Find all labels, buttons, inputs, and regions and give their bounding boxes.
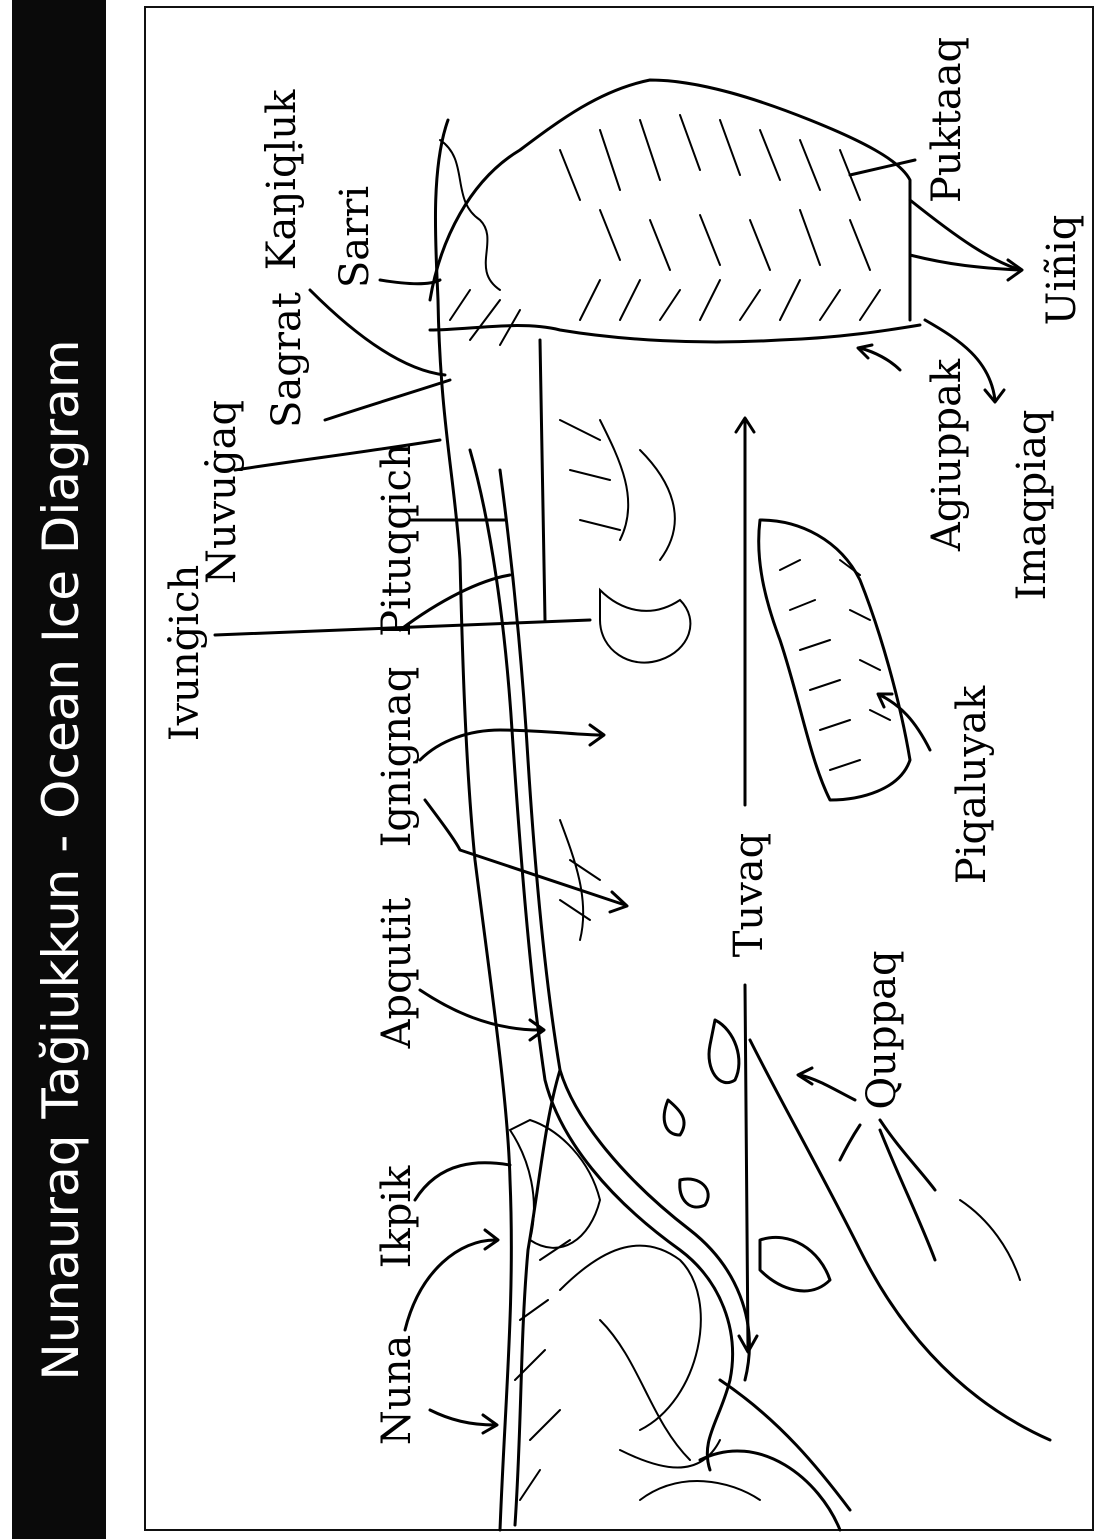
floe-sketch [759,520,910,800]
land-sketch [435,120,760,1530]
leader-lines [215,160,1022,1433]
label-ivungich: Ivunġich [162,565,208,741]
label-kaniqluk: Kaŋiqḷuk [259,89,305,270]
label-piqaluyak: Piqaluyak [949,685,995,884]
label-sarri: Sarri [332,186,378,288]
label-quppaq: Quppaq [859,950,905,1109]
label-nuvugaq: Nuvuġaq [199,400,245,584]
label-imaqpiaq: Imaqpiaq [1009,409,1055,600]
label-nuna: Nuna [374,1335,420,1445]
label-ikpik: Ikpik [374,1165,420,1268]
label-apqutit: Apqutit [374,898,420,1050]
label-puktaaq: Puktaaq [924,37,970,203]
label-tuvaq: Tuvaq [726,833,772,958]
label-agiuppak: Agiuppak [924,358,970,552]
label-sagrat: Sagrat [264,292,310,428]
label-uiniq: Uiñiq [1039,215,1085,326]
label-ignignaq: Ignignaq [374,667,420,848]
label-pituqqich: Pituqqich [374,443,420,637]
ridge-sketch [430,80,920,1248]
labels: Nuna Ikpik Apqutit Ignignaq Ivunġich Pit… [162,37,1085,1445]
